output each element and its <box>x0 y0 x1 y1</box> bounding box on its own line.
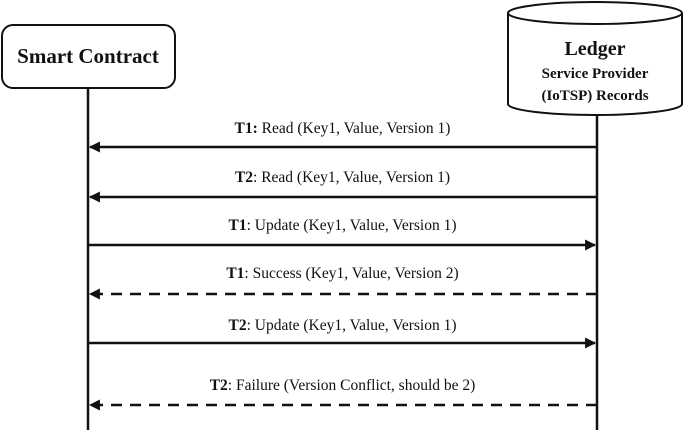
message-label: T1: Read (Key1, Value, Version 1) <box>235 120 451 137</box>
ledger-subtitle-line1: Service Provider <box>542 66 649 82</box>
message-text: Read (Key1, Value, Version 1) <box>258 120 451 137</box>
ledger-title: Ledger <box>564 38 625 60</box>
message-text: : Update (Key1, Value, Version 1) <box>247 217 457 234</box>
message-5: T2: Update (Key1, Value, Version 1) <box>88 317 597 349</box>
ledger-cylinder-top-rim <box>507 12 683 25</box>
message-1: T1: Read (Key1, Value, Version 1) <box>88 120 597 153</box>
message-text: : Update (Key1, Value, Version 1) <box>247 317 457 334</box>
transaction-id: T2 <box>235 169 253 186</box>
message-text: : Failure (Version Conflict, should be 2… <box>228 377 476 394</box>
message-label: T1: Success (Key1, Value, Version 2) <box>226 265 458 282</box>
messages-group: T1: Read (Key1, Value, Version 1) T2: Re… <box>88 120 597 411</box>
ledger-cylinder <box>507 1 683 116</box>
transaction-id: T1: <box>235 120 258 137</box>
message-3: T1: Update (Key1, Value, Version 1) <box>88 217 597 251</box>
message-text: : Success (Key1, Value, Version 2) <box>244 265 458 282</box>
message-label: T1: Update (Key1, Value, Version 1) <box>228 217 456 234</box>
smart-contract-label: Smart Contract <box>17 44 159 68</box>
message-label: T2: Failure (Version Conflict, should be… <box>210 377 476 394</box>
ledger-participant: Ledger Service Provider (IoTSP) Records <box>507 1 683 116</box>
message-label: T2: Read (Key1, Value, Version 1) <box>235 169 450 186</box>
ledger-subtitle-line2: (IoTSP) Records <box>541 88 648 104</box>
transaction-id: T1 <box>226 265 244 282</box>
transaction-id: T2 <box>210 377 228 394</box>
message-2: T2: Read (Key1, Value, Version 1) <box>88 169 597 203</box>
transaction-id: T2 <box>228 317 246 334</box>
message-4: T1: Success (Key1, Value, Version 2) <box>88 265 597 300</box>
transaction-id: T1 <box>228 217 246 234</box>
message-6: T2: Failure (Version Conflict, should be… <box>88 377 597 411</box>
smart-contract-participant: Smart Contract <box>1 24 176 89</box>
message-label: T2: Update (Key1, Value, Version 1) <box>228 317 456 334</box>
message-text: : Read (Key1, Value, Version 1) <box>253 169 450 186</box>
